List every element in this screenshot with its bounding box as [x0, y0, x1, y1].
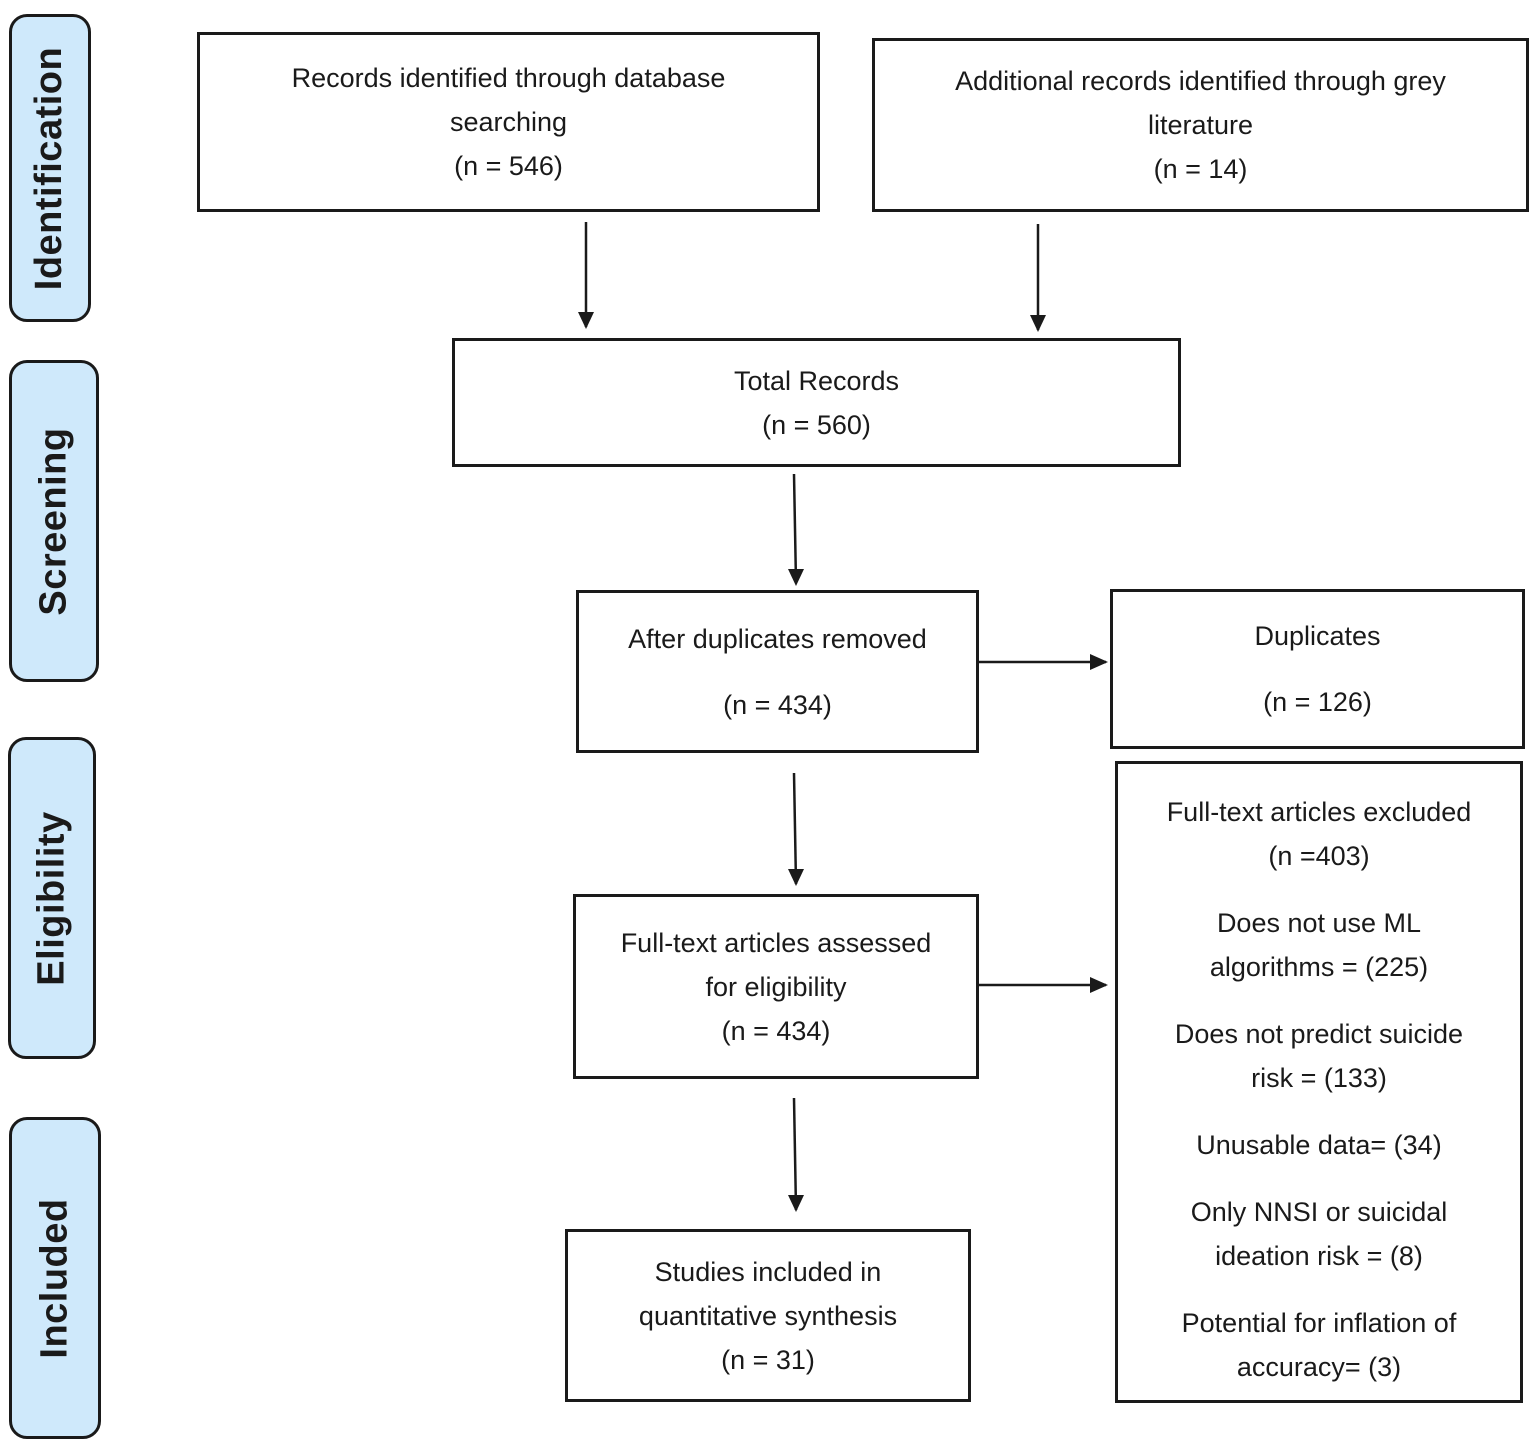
exclusion-reason: Potential for inflation of accuracy= (3)	[1182, 1301, 1457, 1389]
exclusion-reason-line2: accuracy= (3)	[1236, 1352, 1402, 1382]
phase-included: Included	[9, 1117, 101, 1439]
exclusion-reason-line1: Unusable data= (34)	[1196, 1130, 1442, 1160]
excluded-title: Full-text articles excluded	[1166, 797, 1472, 827]
excluded-summary: Full-text articles excluded (n =403)	[1167, 790, 1472, 878]
studies-included-line1: Studies included in	[654, 1256, 882, 1287]
arrowhead-full-text-to-included	[788, 1195, 804, 1212]
exclusion-reason-line1: Does not use ML	[1216, 908, 1422, 938]
duplicates-count: (n = 126)	[1263, 687, 1372, 717]
database-records-box: Records identified through database sear…	[197, 32, 820, 212]
after-duplicates-count: (n = 434)	[723, 689, 832, 720]
arrowhead-total-to-after-duplicates	[788, 569, 804, 586]
full-text-assessed-box: Full-text articles assessed for eligibil…	[573, 894, 979, 1079]
phase-screening: Screening	[9, 360, 99, 682]
exclusion-reason: Unusable data= (34)	[1196, 1123, 1441, 1167]
grey-literature-count: (n = 14)	[1153, 154, 1248, 184]
duplicates-line1: Duplicates	[1254, 621, 1381, 651]
exclusion-reason: Does not use ML algorithms = (225)	[1210, 901, 1428, 989]
exclusion-reason-line2: ideation risk = (8)	[1215, 1241, 1423, 1271]
arrow-full-text-to-included	[792, 1097, 798, 1211]
arrowhead-after-duplicates-to-duplicates	[1090, 654, 1108, 670]
studies-included-line2: quantitative synthesis	[638, 1300, 898, 1331]
studies-included-box: Studies included in quantitative synthes…	[565, 1229, 971, 1402]
arrowhead-full-text-to-excluded	[1090, 977, 1108, 993]
arrow-after-duplicates-to-full-text	[792, 772, 798, 885]
full-text-assessed-count: (n = 434)	[721, 1015, 831, 1046]
arrowhead-after-duplicates-to-full-text	[788, 869, 804, 886]
database-records-count: (n = 546)	[454, 151, 563, 181]
exclusion-reason: Does not predict suicide risk = (133)	[1175, 1012, 1463, 1100]
total-records-count: (n = 560)	[762, 409, 871, 440]
arrowhead-grey-to-total	[1030, 315, 1046, 332]
phase-identification: Identification	[9, 14, 91, 322]
database-records-line1: Records identified through database	[291, 63, 726, 93]
grey-literature-line1: Additional records identified through gr…	[955, 66, 1446, 96]
full-text-assessed-line1: Full-text articles assessed	[620, 927, 932, 958]
full-text-assessed-line2: for eligibility	[705, 971, 847, 1002]
total-records-line1: Total Records	[733, 365, 900, 396]
total-records-box: Total Records (n = 560)	[452, 338, 1181, 467]
grey-literature-box: Additional records identified through gr…	[872, 38, 1529, 212]
after-duplicates-box: After duplicates removed (n = 434)	[576, 590, 979, 753]
exclusion-reason-line2: risk = (133)	[1251, 1063, 1387, 1093]
excluded-articles-box: Full-text articles excluded (n =403) Doe…	[1115, 761, 1523, 1403]
database-records-line2: searching	[449, 107, 568, 137]
exclusion-reason-line1: Does not predict suicide	[1174, 1019, 1464, 1049]
exclusion-reason-line1: Potential for inflation of	[1181, 1308, 1457, 1338]
studies-included-count: (n = 31)	[721, 1344, 815, 1375]
duplicates-box: Duplicates (n = 126)	[1110, 589, 1525, 749]
grey-literature-line2: literature	[1147, 110, 1254, 140]
excluded-count: (n =403)	[1268, 841, 1370, 871]
exclusion-reason-line1: Only NNSI or suicidal	[1190, 1197, 1448, 1227]
after-duplicates-line1: After duplicates removed	[628, 623, 927, 654]
phase-eligibility: Eligibility	[8, 737, 96, 1059]
exclusion-reason-line2: algorithms = (225)	[1209, 952, 1429, 982]
arrowhead-database-to-total	[578, 312, 594, 329]
exclusion-reason: Only NNSI or suicidal ideation risk = (8…	[1191, 1190, 1448, 1278]
arrow-total-to-after-duplicates	[792, 473, 798, 584]
